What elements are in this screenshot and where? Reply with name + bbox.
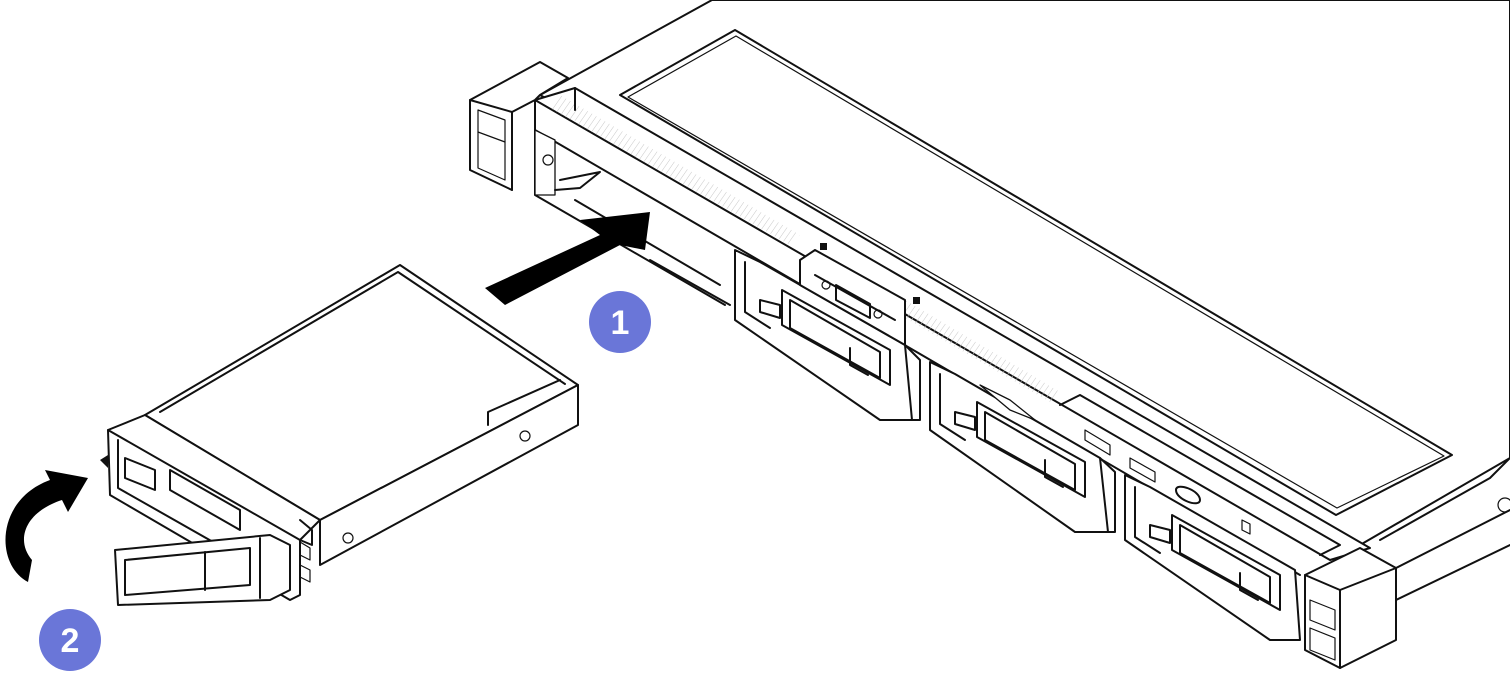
drive-release-handle xyxy=(114,534,291,606)
right-rack-ear xyxy=(1304,547,1397,669)
hot-swap-drive xyxy=(100,264,579,606)
screw-icon xyxy=(342,532,354,544)
screw-icon xyxy=(542,154,554,166)
power-button-icon xyxy=(1175,485,1201,505)
rotate-handle-arrow xyxy=(5,470,88,582)
operator-panel xyxy=(1059,394,1341,556)
drive-bay-1 xyxy=(734,249,921,421)
drive-bay-3 xyxy=(1124,474,1301,641)
chassis-top-panel xyxy=(619,29,1453,516)
server-chassis xyxy=(469,0,1510,669)
callout-circle xyxy=(39,609,101,671)
callout-step-1: 1 xyxy=(589,291,651,353)
left-rack-ear xyxy=(469,61,569,191)
drive-bay-2 xyxy=(929,361,1116,533)
callout-label: 2 xyxy=(61,622,80,660)
callout-label: 1 xyxy=(611,304,630,342)
insert-arrow xyxy=(485,212,650,305)
vga-connector xyxy=(799,243,920,346)
callout-step-2: 2 xyxy=(39,609,101,671)
callout-circle xyxy=(589,291,651,353)
drive-side xyxy=(319,384,579,566)
screw-icon xyxy=(519,430,531,442)
